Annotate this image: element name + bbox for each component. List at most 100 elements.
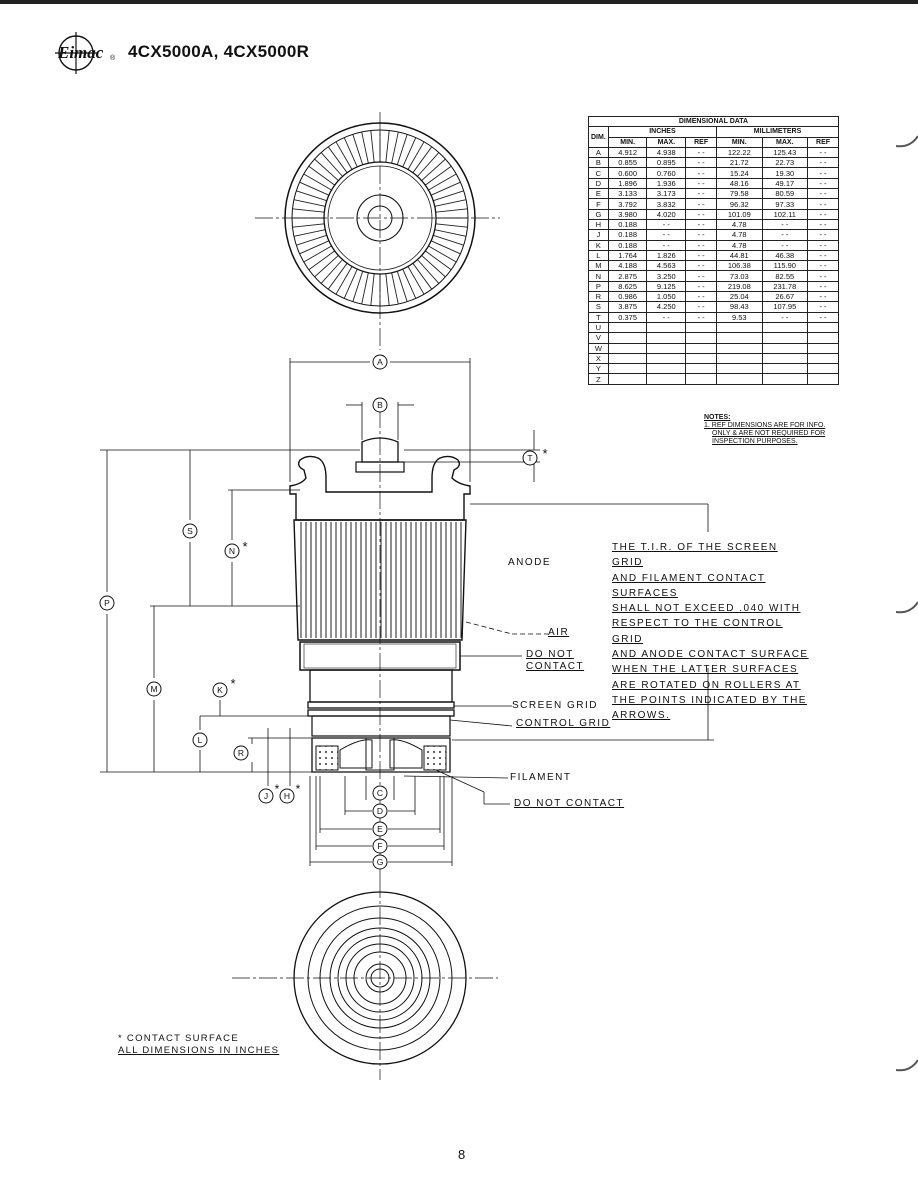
dim-b-marker: [372, 397, 388, 413]
dim-cell: Y: [588, 363, 609, 375]
value-cell: - -: [685, 291, 718, 303]
do-not-contact-lower-label: DO NOT CONTACT: [514, 798, 625, 809]
eimac-logo-icon: Eimac ®: [55, 32, 116, 74]
value-cell: [646, 373, 687, 385]
value-cell: - -: [646, 218, 687, 231]
value-cell: [761, 363, 809, 375]
table-row: X: [588, 352, 839, 365]
filament-label: FILAMENT: [510, 772, 572, 783]
value-cell: 79.58: [716, 188, 763, 200]
table-row: Z: [588, 373, 839, 385]
svg-text:P: P: [104, 598, 110, 608]
value-cell: - -: [685, 218, 718, 231]
dim-cell: K: [588, 239, 609, 251]
dim-cell: N: [588, 270, 609, 282]
value-cell: - -: [807, 198, 839, 210]
value-cell: - -: [685, 239, 718, 251]
svg-text:E: E: [377, 824, 383, 834]
value-cell: - -: [685, 270, 718, 282]
dim-cell: D: [588, 177, 609, 190]
table-row: W: [588, 342, 839, 354]
svg-text:M: M: [150, 684, 157, 694]
value-cell: [685, 352, 718, 365]
table-notes: NOTES: 1. REF DIMENSIONS ARE FOR INFO. O…: [704, 414, 839, 446]
value-cell: - -: [685, 157, 718, 169]
value-cell: 21.72: [716, 157, 763, 169]
value-cell: 46.38: [761, 249, 809, 262]
value-cell: 3.875: [607, 301, 648, 313]
dimensional-data-table: DIMENSIONAL DATA DIM. INCHES MILLIMETERS…: [588, 115, 839, 385]
value-cell: - -: [685, 311, 718, 323]
value-cell: 48.16: [716, 177, 763, 190]
value-cell: 1.764: [607, 249, 648, 262]
value-cell: - -: [685, 167, 718, 179]
svg-text:*: *: [296, 782, 301, 796]
value-cell: - -: [807, 157, 839, 169]
value-cell: 80.59: [761, 188, 809, 200]
dim-c-marker: [372, 785, 388, 801]
value-cell: - -: [807, 249, 839, 262]
value-cell: 0.855: [607, 157, 648, 169]
page-title: 4CX5000A, 4CX5000R: [128, 42, 310, 61]
millimeters-header: MILLIMETERS: [716, 126, 839, 138]
value-cell: [761, 342, 809, 354]
value-cell: 3.980: [607, 208, 648, 220]
value-cell: 122.22: [716, 146, 763, 159]
dim-cell: W: [588, 342, 609, 354]
top-view: [255, 112, 500, 350]
page-number: 8: [458, 1147, 466, 1162]
value-cell: - -: [807, 188, 839, 200]
value-cell: - -: [685, 229, 718, 241]
dim-n-marker: [224, 543, 240, 559]
value-cell: [607, 342, 648, 354]
value-cell: - -: [807, 291, 839, 303]
dim-cell: U: [588, 321, 609, 334]
value-cell: 4.912: [607, 146, 648, 159]
dim-cell: A: [588, 146, 609, 159]
value-cell: 107.95: [761, 301, 809, 313]
value-cell: 3.832: [646, 198, 687, 210]
dim-cell: F: [588, 198, 609, 210]
dim-cell: S: [588, 301, 609, 313]
svg-text:H: H: [284, 791, 290, 801]
value-cell: 3.173: [646, 188, 687, 200]
dim-m-marker: [146, 681, 162, 697]
value-cell: 0.188: [607, 229, 648, 241]
value-cell: - -: [685, 301, 718, 313]
dim-g-marker: [372, 854, 388, 870]
svg-text:R: R: [238, 748, 244, 758]
value-cell: - -: [646, 239, 687, 251]
value-cell: 9.125: [646, 280, 687, 293]
tir-note: THE T.I.R. OF THE SCREEN GRID AND FILAME…: [612, 542, 809, 722]
dim-header: DIM.: [588, 126, 609, 148]
notes-line-3: INSPECTION PURPOSES.: [712, 438, 798, 445]
dim-cell: G: [588, 208, 609, 220]
value-cell: 73.03: [716, 270, 763, 282]
bottom-view: [232, 880, 498, 1080]
dim-d-marker: [372, 803, 388, 819]
value-cell: [716, 352, 763, 365]
svg-text:®: ®: [110, 54, 116, 62]
notes-line-1: 1. REF DIMENSIONS ARE FOR INFO.: [704, 422, 826, 429]
dim-t-marker: [522, 450, 538, 466]
value-cell: 49.17: [761, 177, 809, 190]
value-cell: 22.73: [761, 157, 809, 169]
value-cell: 3.792: [607, 198, 648, 210]
value-cell: - -: [807, 146, 839, 159]
value-cell: 0.188: [607, 239, 648, 251]
notes-line-2: ONLY & ARE NOT REQUIRED FOR: [712, 430, 826, 437]
value-cell: - -: [807, 218, 839, 231]
dim-s-marker: [182, 523, 198, 539]
svg-text:B: B: [377, 400, 383, 410]
value-cell: [685, 373, 718, 385]
value-cell: 1.936: [646, 177, 687, 190]
binder-tab-icon: [896, 601, 918, 614]
